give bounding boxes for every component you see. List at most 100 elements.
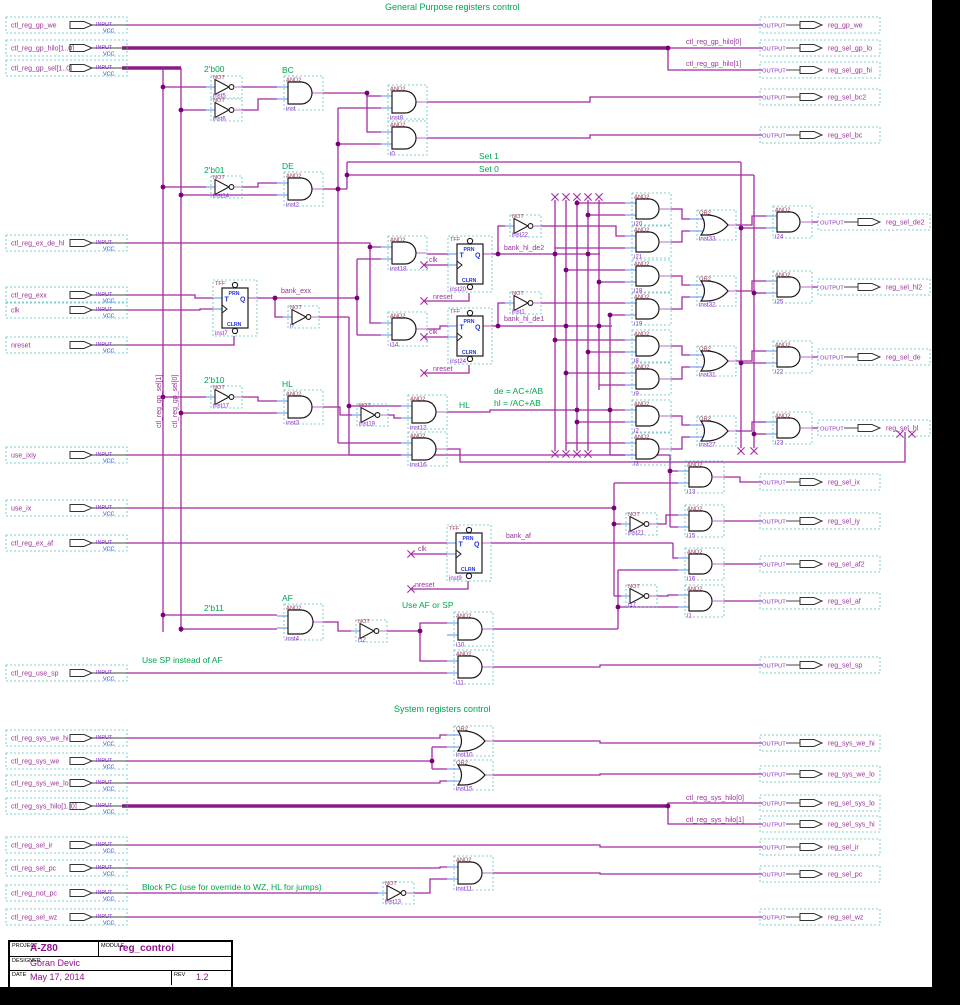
output-pin-reg_sel_bc[interactable] bbox=[799, 131, 824, 139]
or-gate-inst32[interactable] bbox=[699, 280, 729, 302]
wire bbox=[724, 476, 762, 483]
input-pin-ctl_reg_exx[interactable] bbox=[69, 291, 94, 299]
not-gate-inst17[interactable] bbox=[214, 388, 231, 406]
and-gate-i1[interactable] bbox=[688, 590, 713, 612]
and-gate-i24[interactable] bbox=[776, 211, 801, 233]
input-pin-ctl_reg_use_sp[interactable] bbox=[69, 669, 94, 677]
and-gate-i25[interactable] bbox=[776, 276, 801, 298]
or-gate-inst33[interactable] bbox=[699, 214, 729, 236]
and-gate-inst16[interactable] bbox=[411, 437, 437, 461]
and-gate-i21[interactable] bbox=[635, 231, 660, 253]
not-gate-inst6[interactable] bbox=[214, 101, 231, 119]
input-pin-ctl_reg_sys_we_lo[interactable] bbox=[69, 779, 94, 787]
input-pin-ctl_reg_sys_hilo[1..0][interactable] bbox=[69, 802, 94, 810]
or-gate-inst27[interactable] bbox=[699, 420, 729, 442]
input-pin-ctl_reg_sel_pc[interactable] bbox=[69, 864, 94, 872]
and-gate-i0[interactable] bbox=[391, 126, 417, 150]
and-gate-i19[interactable] bbox=[635, 298, 660, 320]
and-gate-i13[interactable] bbox=[688, 466, 713, 488]
output-pin-reg_sel_bc2[interactable] bbox=[799, 93, 824, 101]
and-gate-i11[interactable] bbox=[457, 655, 483, 679]
and-gate-i22[interactable] bbox=[776, 346, 801, 368]
tff-clock-triangle bbox=[456, 260, 463, 270]
not-gate-inst1[interactable] bbox=[513, 294, 530, 312]
and-gate-i15[interactable] bbox=[688, 510, 713, 532]
not-gate-inst14[interactable] bbox=[214, 178, 231, 196]
and-gate-i2[interactable] bbox=[635, 405, 660, 427]
output-pin-reg_sel_ix[interactable] bbox=[799, 478, 824, 486]
output-pin-reg_sel_hl2[interactable] bbox=[857, 283, 882, 291]
and-gate-i9[interactable] bbox=[635, 368, 660, 390]
not-gate-inst13[interactable] bbox=[386, 884, 403, 902]
output-pin-reg_sel_sys_hi[interactable] bbox=[799, 820, 824, 828]
input-pin-ctl_reg_gp_sel[1..0][interactable] bbox=[69, 64, 94, 72]
output-pin-reg_gp_we[interactable] bbox=[799, 21, 824, 29]
and-gate-inst11[interactable] bbox=[457, 861, 483, 885]
output-pin-reg_sel_de2[interactable] bbox=[857, 218, 882, 226]
output-pin-reg_sys_we_lo[interactable] bbox=[799, 770, 824, 778]
output-pin-reg_sel_hl[interactable] bbox=[857, 424, 882, 432]
input-pin-clk[interactable] bbox=[69, 306, 94, 314]
and-gate-inst12[interactable] bbox=[411, 400, 437, 424]
and-gate-i18[interactable] bbox=[635, 265, 660, 287]
vcc-text: VCC bbox=[103, 742, 114, 748]
input-label: ctl_reg_sel_wz bbox=[11, 915, 58, 922]
tff-inst9[interactable] bbox=[455, 532, 483, 574]
and-gate-i20[interactable] bbox=[635, 198, 660, 220]
input-pin-ctl_reg_sel_wz[interactable] bbox=[69, 913, 94, 921]
and-gate-inst18[interactable] bbox=[391, 241, 417, 265]
input-pin-ctl_reg_gp_we[interactable] bbox=[69, 21, 94, 29]
output-pin-reg_sel_wz[interactable] bbox=[799, 913, 824, 921]
output-pin-reg_sel_sp[interactable] bbox=[799, 661, 824, 669]
output-type-text: OUTPUT bbox=[762, 823, 786, 829]
wire bbox=[493, 740, 762, 744]
and-gate-inst[interactable] bbox=[287, 81, 313, 105]
output-pin-reg_sel_af2[interactable] bbox=[799, 560, 824, 568]
input-pin-nreset[interactable] bbox=[69, 341, 94, 349]
or-gate-inst10[interactable] bbox=[456, 730, 486, 752]
not-gate-i12[interactable] bbox=[359, 622, 376, 640]
or-gate-inst15[interactable] bbox=[456, 764, 486, 786]
not-gate-inst19[interactable] bbox=[360, 406, 377, 424]
input-pin-ctl_reg_ex_de_hl[interactable] bbox=[69, 239, 94, 247]
input-pin-ctl_reg_sys_we_hi[interactable] bbox=[69, 734, 94, 742]
output-pin-reg_sys_we_hi[interactable] bbox=[799, 739, 824, 747]
input-pin-ctl_reg_not_pc[interactable] bbox=[69, 889, 94, 897]
gate-inst-label: inst33 bbox=[699, 236, 716, 243]
or-gate-inst31[interactable] bbox=[699, 350, 729, 372]
input-pin-ctl_reg_gp_hilo[1..0][interactable] bbox=[69, 44, 94, 52]
output-pin-reg_sel_iy[interactable] bbox=[799, 517, 824, 525]
not-gate-inst21[interactable] bbox=[629, 515, 646, 533]
gate-inst-label: inst18 bbox=[390, 266, 407, 273]
input-pin-use_ixiy[interactable] bbox=[69, 451, 94, 459]
output-pin-reg_sel_de[interactable] bbox=[857, 353, 882, 361]
and-gate-inst2[interactable] bbox=[287, 177, 313, 201]
component-box bbox=[772, 411, 813, 445]
output-pin-reg_sel_gp_hi[interactable] bbox=[799, 66, 824, 74]
not-gate-i17[interactable] bbox=[629, 587, 646, 605]
and-gate-i8[interactable] bbox=[635, 335, 660, 357]
output-pin-reg_sel_gp_lo[interactable] bbox=[799, 44, 824, 52]
input-pin-use_ix[interactable] bbox=[69, 504, 94, 512]
not-gate-inst22[interactable] bbox=[513, 217, 530, 235]
and-gate-i14[interactable] bbox=[391, 317, 417, 341]
input-pin-ctl_reg_sys_we[interactable] bbox=[69, 757, 94, 765]
not-gate-inst5[interactable] bbox=[214, 78, 231, 96]
input-pin-ctl_reg_sel_ir[interactable] bbox=[69, 841, 94, 849]
output-pin-reg_sel_sys_lo[interactable] bbox=[799, 799, 824, 807]
and-gate-inst3[interactable] bbox=[287, 395, 313, 419]
output-pin-reg_sel_pc[interactable] bbox=[799, 870, 824, 878]
and-gate-i3[interactable] bbox=[635, 438, 660, 460]
output-pin-reg_sel_ir[interactable] bbox=[799, 843, 824, 851]
input-pin-ctl_reg_ex_af[interactable] bbox=[69, 539, 94, 547]
and-gate-inst8[interactable] bbox=[391, 90, 417, 114]
output-pin-reg_sel_af[interactable] bbox=[799, 597, 824, 605]
tff-inst20[interactable] bbox=[456, 243, 484, 285]
and-gate-i16[interactable] bbox=[688, 553, 713, 575]
and-gate-i23[interactable] bbox=[776, 417, 801, 439]
and-gate-i10[interactable] bbox=[457, 617, 483, 641]
and-gate-inst4[interactable] bbox=[287, 609, 314, 635]
gate-type-label: AND2 bbox=[410, 397, 425, 403]
tff-prn-bubble bbox=[465, 526, 473, 534]
not-gate-i7[interactable] bbox=[291, 308, 308, 326]
